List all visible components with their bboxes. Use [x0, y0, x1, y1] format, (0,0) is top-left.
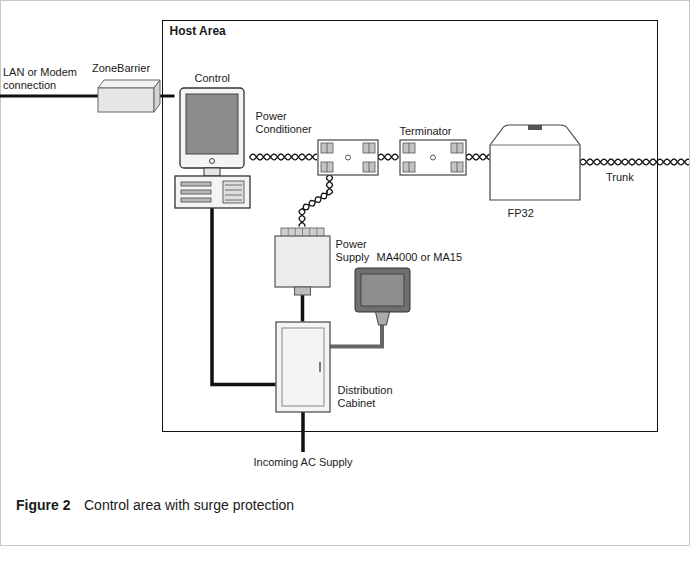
- device-top: [98, 80, 160, 88]
- icon-group: [175, 88, 250, 208]
- door-handle: [319, 362, 321, 372]
- vent-line: [225, 194, 242, 195]
- trunk-wire: [580, 159, 690, 165]
- node-label: MA4000 or MA15: [377, 251, 463, 264]
- node-label: Control: [195, 72, 230, 85]
- drive-slot: [181, 198, 211, 202]
- vent-line: [225, 199, 242, 200]
- panel-edge: [490, 144, 580, 145]
- terminal-divider: [408, 162, 409, 172]
- trunk-twisted-pair: [580, 159, 690, 165]
- vent-line: [225, 184, 242, 185]
- mount-hole: [430, 155, 435, 160]
- drive-slot: [181, 182, 211, 186]
- twisted-pair: [299, 175, 333, 227]
- computer-base: [175, 176, 250, 208]
- power-conditioner-icon: [318, 140, 378, 175]
- terminal-divider: [326, 162, 327, 172]
- supply-label: Incoming AC Supply: [243, 456, 363, 469]
- icon-group: [400, 140, 466, 175]
- ac-supply-wire: [301, 412, 305, 452]
- zonebarrier-device: ZoneBarrier: [98, 80, 160, 112]
- device-front: [98, 88, 154, 112]
- icon-group: [276, 322, 330, 412]
- cabinet-door: [282, 328, 324, 406]
- trunk-label: Trunk: [606, 171, 634, 184]
- monitor-bezel: [180, 88, 244, 168]
- power-supply: Power Supply: [275, 228, 330, 295]
- icon-group: [318, 140, 378, 175]
- figure-border: [1, 1, 690, 546]
- icon-group: [275, 228, 330, 295]
- twisted-pair: [250, 154, 318, 160]
- panel-body: [490, 125, 580, 200]
- terminal-block: [321, 143, 333, 153]
- output-connector: [294, 287, 310, 295]
- arrester-face: [361, 274, 404, 306]
- surge-arrester-icon: [355, 268, 410, 325]
- mount-hole: [345, 155, 350, 160]
- control-computer: Control: [175, 88, 250, 208]
- device-side: [154, 80, 160, 112]
- terminal-block: [451, 162, 463, 172]
- terminal-divider: [456, 162, 457, 172]
- node-label: Power Supply: [336, 238, 376, 264]
- power-supply-icon: [275, 228, 330, 295]
- figure-number: Figure 2: [16, 497, 70, 514]
- terminal-block: [363, 143, 375, 153]
- icon-group: [490, 125, 580, 200]
- figure-caption: Control area with surge protection: [84, 497, 294, 514]
- plug: [375, 312, 389, 325]
- fp32-panel-icon: [490, 125, 580, 200]
- node-label: Terminator: [400, 125, 452, 138]
- vent-line: [225, 189, 242, 190]
- terminal-block: [451, 143, 463, 153]
- terminal-divider: [326, 143, 327, 153]
- terminal-block: [403, 143, 415, 153]
- arrester-case: [355, 268, 410, 312]
- terminator-icon: [400, 140, 466, 175]
- node-label: ZoneBarrier: [92, 62, 150, 75]
- terminal-divider: [368, 162, 369, 172]
- icon-group: [355, 268, 410, 325]
- zonebarrier-device-icon: [98, 80, 160, 112]
- distribution-cabinet-icon: [276, 322, 330, 412]
- host-area: Host AreaControlPower ConditionerTermina…: [162, 20, 658, 432]
- node-label: Distribution Cabinet: [338, 384, 404, 410]
- node-label: Host Area: [170, 25, 226, 38]
- twisted-pair: [466, 154, 490, 160]
- power-led: [209, 158, 214, 163]
- node-label: Power Conditioner: [256, 110, 318, 136]
- monitor-screen: [186, 94, 238, 154]
- twisted-pair: [378, 154, 399, 160]
- power-conditioner: Power Conditioner: [318, 140, 378, 175]
- cabinet-case: [276, 322, 330, 412]
- device-case: [318, 140, 378, 175]
- monitor-neck: [204, 168, 220, 176]
- lan-wire: [0, 95, 98, 98]
- connection-label: LAN or Modem connection: [3, 66, 81, 92]
- icon-group: [98, 80, 160, 112]
- drive-slot: [181, 190, 211, 194]
- power-cable: [212, 208, 276, 385]
- control-computer-icon: [175, 88, 250, 208]
- terminal-block: [403, 162, 415, 172]
- vent-grille: [223, 181, 244, 203]
- supply-case: [275, 236, 330, 287]
- terminator: Terminator: [400, 140, 466, 175]
- panel-notch: [528, 125, 542, 130]
- terminal-divider: [456, 143, 457, 153]
- fp32-panel: FP32: [490, 125, 580, 200]
- node-label: FP32: [508, 207, 534, 220]
- plug-cable: [330, 325, 383, 347]
- power-cable: [301, 295, 305, 322]
- terminal-divider: [368, 143, 369, 153]
- terminal-block: [363, 162, 375, 172]
- device-case: [400, 140, 466, 175]
- distribution-cabinet: Distribution Cabinet: [276, 322, 330, 412]
- surge-arrester: MA4000 or MA15: [355, 268, 410, 325]
- terminal-block: [321, 162, 333, 172]
- terminal-divider: [408, 143, 409, 153]
